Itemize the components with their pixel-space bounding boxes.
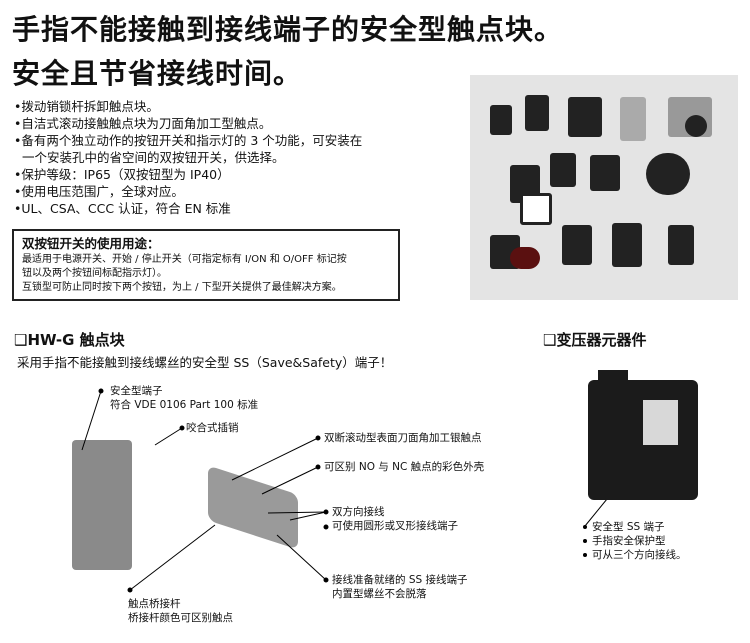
usage-line: 最适用于电源开关、开始 / 停止开关（可指定标有 I/ON 和 O/OFF 标记… — [22, 254, 347, 265]
contact-block-image-1 — [72, 440, 132, 570]
usage-box: 双按钮开关的使用用途： 最适用于电源开关、开始 / 停止开关（可指定标有 I/O… — [12, 229, 400, 301]
usage-line: 互锁型可防止同时按下两个按钮，为上 / 下型开关提供了最佳解决方案。 — [22, 282, 342, 293]
callout-color-housing: 可区别 NO 与 NC 触点的彩色外壳 — [324, 461, 485, 473]
transformer-bullets: 安全型 SS 端子 手指安全保护型 可从三个方向接线。 — [583, 520, 687, 562]
feature-item: •保护等级：IP65（双按钮型为 IP40） — [14, 167, 230, 182]
callout-text: 接线准备就绪的 SS 接线端子 — [332, 574, 468, 586]
callout-ss-terminal: 接线准备就绪的 SS 接线端子 内置型螺丝不会脱落 — [332, 573, 468, 601]
feature-item: •使用电压范围广，全球对应。 — [14, 184, 184, 199]
title-line-2: 安全且节省接线时间。 — [12, 57, 303, 90]
callout-text: 可使用圆形或叉形接线端子 — [332, 520, 458, 532]
callout-safe-terminal: 安全型端子 符合 VDE 0106 Part 100 标准 — [110, 384, 258, 412]
transformer-image — [588, 370, 698, 500]
callout-text: 安全型端子 — [110, 385, 163, 397]
callout-text: 内置型螺丝不会脱落 — [332, 588, 427, 600]
feature-item: •备有两个独立动作的按钮开关和指示灯的 3 个功能，可安装在 — [14, 133, 363, 148]
transformer-heading: ❑变压器元器件 — [543, 331, 647, 349]
callout-snap-pin: 咬合式插销 — [186, 422, 239, 434]
feature-item: 一个安装孔中的省空间的双按钮开关，供选择。 — [22, 150, 285, 165]
callout-text: 触点桥接杆 — [128, 598, 181, 610]
transformer-bullet: 安全型 SS 端子 — [583, 520, 687, 534]
feature-item: •UL、CSA、CCC 认证，符合 EN 标准 — [14, 201, 231, 216]
hwg-heading: ❑HW-G 触点块 — [14, 331, 125, 349]
title-line-1: 手指不能接触到接线端子的安全型触点块。 — [12, 13, 564, 46]
product-photo — [470, 75, 738, 300]
callout-bidirectional: 双方向接线 可使用圆形或叉形接线端子 — [332, 505, 458, 533]
feature-item: •自洁式滚动接触触点块为刀面角加工型触点。 — [14, 116, 272, 131]
feature-item: •拨动销锁杆拆卸触点块。 — [14, 99, 159, 114]
usage-box-title: 双按钮开关的使用用途： — [22, 236, 160, 251]
transformer-bullet: 手指安全保护型 — [583, 534, 687, 548]
callout-text: 符合 VDE 0106 Part 100 标准 — [110, 399, 259, 411]
callout-bridge-bar: 触点桥接杆 桥接杆颜色可区别触点 — [128, 597, 233, 625]
callout-text: 桥接杆颜色可区别触点 — [128, 612, 233, 624]
feature-list: •拨动销锁杆拆卸触点块。 •自洁式滚动接触触点块为刀面角加工型触点。 •备有两个… — [14, 98, 362, 217]
hwg-subtitle: 采用手指不能接触到接线螺丝的安全型 SS（Save&Safety）端子！ — [17, 355, 393, 370]
transformer-bullet: 可从三个方向接线。 — [583, 548, 687, 562]
callout-silver-contact: 双断滚动型表面刀面角加工银触点 — [324, 432, 482, 444]
callout-text: 双方向接线 — [332, 506, 385, 518]
usage-line: 钮以及两个按钮间标配指示灯）。 — [22, 268, 167, 279]
